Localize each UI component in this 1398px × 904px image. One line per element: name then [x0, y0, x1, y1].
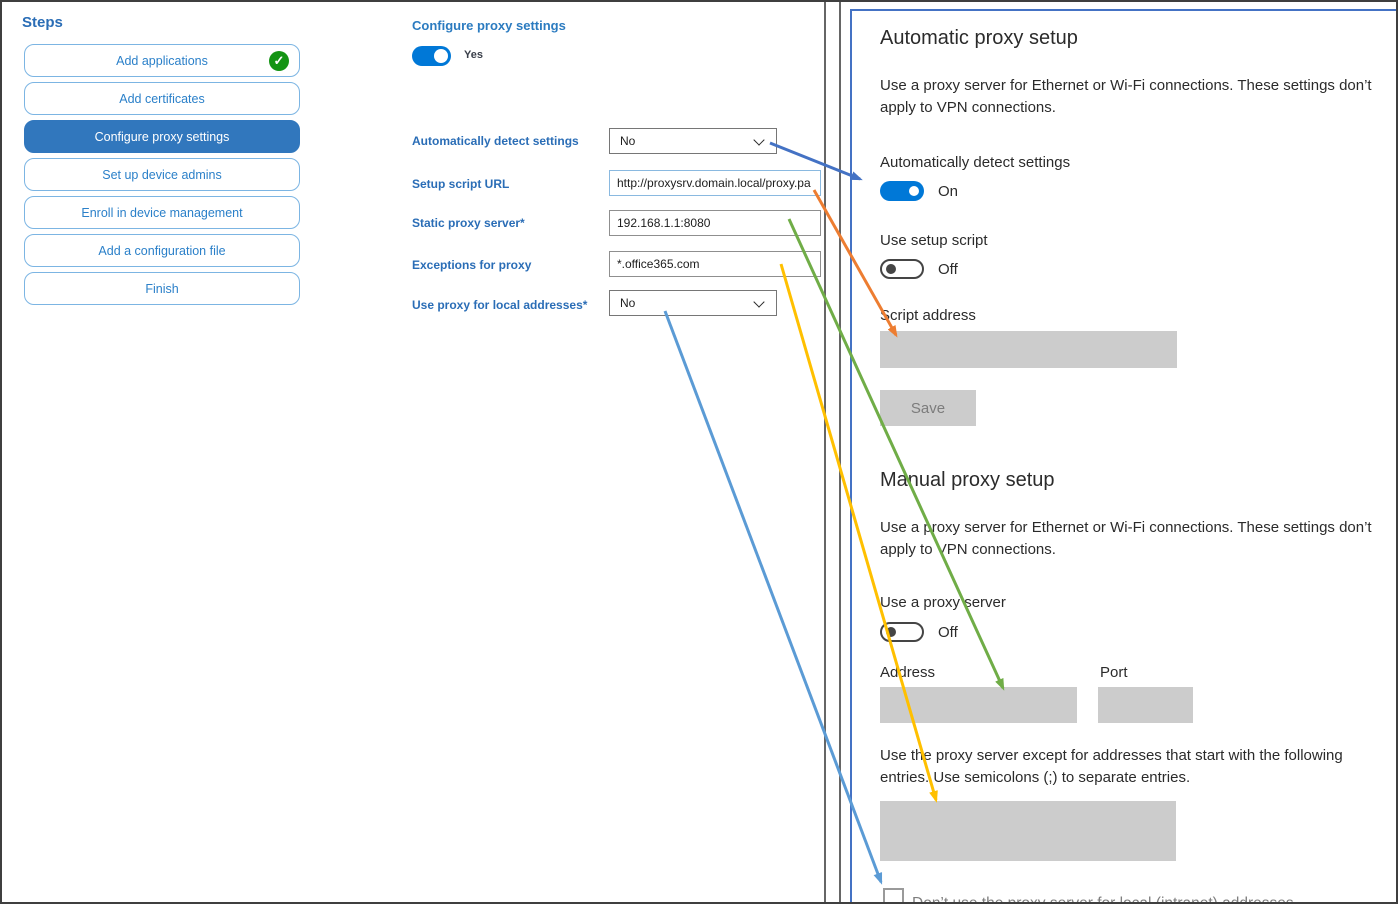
port-label: Port — [1100, 664, 1128, 681]
completed-check-icon: ✓ — [269, 51, 289, 71]
proxy-exceptions-textarea[interactable] — [880, 801, 1176, 861]
save-button[interactable]: Save — [880, 390, 976, 426]
windows-settings-proxy-panel: Automatic proxy setup Use a proxy server… — [850, 9, 1396, 904]
step-enroll-device-management[interactable]: Enroll in device management — [24, 196, 300, 229]
local-intranet-checkbox-label: Don’t use the proxy server for local (in… — [912, 895, 1294, 904]
panel-divider — [824, 2, 826, 902]
detect-settings-toggle[interactable] — [880, 181, 924, 201]
local-addresses-select[interactable]: No — [609, 290, 777, 316]
automatic-proxy-heading: Automatic proxy setup — [880, 27, 1078, 49]
local-addresses-mapping-arrow — [663, 310, 883, 885]
use-proxy-server-toggle[interactable] — [880, 622, 924, 642]
address-label: Address — [880, 664, 936, 681]
toggle-knob — [434, 49, 448, 63]
script-address-label: Script address — [880, 307, 976, 324]
toggle-knob — [886, 264, 896, 274]
panel-divider — [839, 2, 841, 902]
use-setup-script-label: Use setup script — [880, 232, 988, 249]
configure-proxy-toggle-label: Yes — [464, 49, 483, 61]
manual-proxy-description: Use a proxy server for Ethernet or Wi-Fi… — [880, 519, 1372, 558]
step-label: Finish — [145, 281, 179, 296]
step-configure-proxy-settings[interactable]: Configure proxy settings — [24, 120, 300, 153]
chevron-down-icon — [753, 134, 765, 146]
step-label: Add applications — [116, 53, 208, 68]
step-set-up-device-admins[interactable]: Set up device admins — [24, 158, 300, 191]
step-add-applications[interactable]: Add applications ✓ — [24, 44, 300, 77]
exceptions-for-proxy-input[interactable] — [609, 251, 821, 277]
script-address-input[interactable] — [880, 331, 1177, 368]
field-label-local-addresses: Use proxy for local addresses* — [412, 298, 588, 312]
detect-settings-select[interactable]: No — [609, 128, 777, 154]
use-proxy-server-label: Use a proxy server — [880, 594, 1006, 611]
local-intranet-checkbox[interactable] — [883, 888, 904, 902]
chevron-down-icon — [753, 296, 765, 308]
steps-panel-title: Steps — [22, 14, 63, 31]
selected-value: No — [620, 296, 636, 310]
manual-proxy-heading: Manual proxy setup — [880, 469, 1055, 491]
configure-proxy-toggle[interactable] — [412, 46, 451, 66]
step-add-certificates[interactable]: Add certificates — [24, 82, 300, 115]
use-proxy-server-state: Off — [938, 624, 958, 641]
automatic-proxy-description: Use a proxy server for Ethernet or Wi-Fi… — [880, 77, 1372, 116]
steps-list: Add applications ✓ Add certificates Conf… — [24, 44, 300, 310]
field-label-detect-settings: Automatically detect settings — [412, 134, 579, 148]
step-finish[interactable]: Finish — [24, 272, 300, 305]
use-setup-script-state: Off — [938, 261, 958, 278]
step-label: Add a configuration file — [98, 243, 226, 258]
detect-settings-state: On — [938, 183, 959, 200]
step-label: Configure proxy settings — [94, 129, 230, 144]
page-title: Configure proxy settings — [412, 18, 566, 33]
toggle-knob — [909, 186, 919, 196]
setup-script-url-input[interactable] — [609, 170, 821, 196]
field-label-exceptions: Exceptions for proxy — [412, 258, 532, 272]
field-label-static-proxy: Static proxy server* — [412, 216, 525, 230]
step-label: Enroll in device management — [81, 205, 243, 220]
toggle-knob — [886, 627, 896, 637]
field-label-setup-script-url: Setup script URL — [412, 177, 510, 191]
step-label: Add certificates — [119, 91, 205, 106]
step-label: Set up device admins — [102, 167, 222, 182]
proxy-port-input[interactable] — [1098, 687, 1193, 723]
static-proxy-server-input[interactable] — [609, 210, 821, 236]
use-setup-script-toggle[interactable] — [880, 259, 924, 279]
exceptions-description: Use the proxy server except for addresse… — [880, 747, 1343, 786]
step-add-configuration-file[interactable]: Add a configuration file — [24, 234, 300, 267]
selected-value: No — [620, 134, 636, 148]
detect-settings-label: Automatically detect settings — [880, 154, 1071, 171]
proxy-address-input[interactable] — [880, 687, 1077, 723]
